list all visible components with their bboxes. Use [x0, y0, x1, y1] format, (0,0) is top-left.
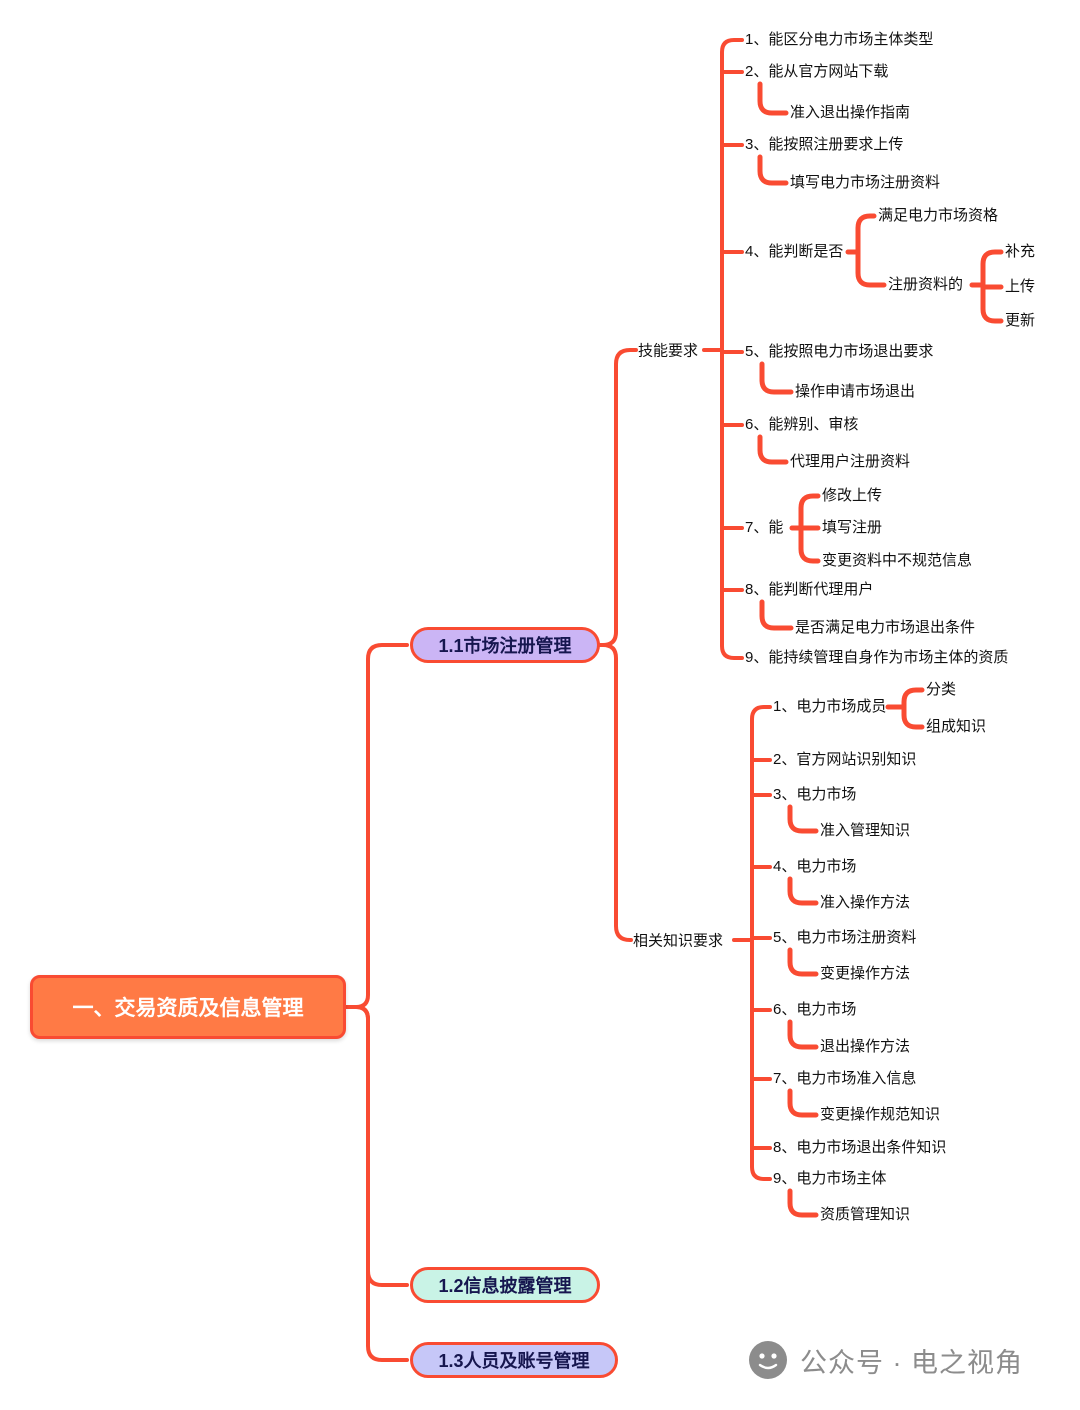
knowledge-item-8: 8、电力市场退出条件知识 [773, 1139, 947, 1156]
knowledge-item-1: 1、电力市场成员 [773, 698, 887, 715]
wechat-official-account-logo-icon [749, 1341, 787, 1379]
knowledge-item-5-child: 变更操作方法 [820, 965, 911, 982]
skill-item-4-grandchild-2: 上传 [1005, 278, 1036, 295]
skill-item-3-child: 填写电力市场注册资料 [790, 174, 941, 191]
skill-item-1: 1、能区分电力市场主体类型 [745, 31, 934, 48]
knowledge-item-4: 4、电力市场 [773, 858, 857, 875]
knowledge-item-3-child: 准入管理知识 [820, 822, 911, 839]
skill-item-7-child-3: 变更资料中不规范信息 [822, 552, 973, 569]
skill-item-6: 6、能辨别、审核 [745, 416, 859, 433]
skill-item-2: 2、能从官方网站下载 [745, 63, 889, 80]
skill-item-3: 3、能按照注册要求上传 [745, 136, 904, 153]
skill-item-2-child: 准入退出操作指南 [790, 104, 911, 121]
watermark-text: 公众号 · 电之视角 [800, 1347, 1023, 1378]
knowledge-item-6-child: 退出操作方法 [820, 1038, 911, 1055]
knowledge-item-3: 3、电力市场 [773, 786, 857, 803]
skill-item-5-child: 操作申请市场退出 [795, 383, 916, 400]
skill-item-7-child-1: 修改上传 [822, 487, 883, 504]
skill-item-8: 8、能判断代理用户 [745, 581, 874, 598]
knowledge-item-2: 2、官方网站识别知识 [773, 751, 917, 768]
knowledge-item-1-child-1: 分类 [926, 681, 957, 698]
knowledge-item-4-child: 准入操作方法 [820, 894, 911, 911]
knowledge-item-9: 9、电力市场主体 [773, 1170, 887, 1187]
skills-section-label: 技能要求 [638, 342, 699, 360]
root-node: 一、交易资质及信息管理 [30, 975, 346, 1039]
knowledge-item-1-child-2: 组成知识 [926, 718, 987, 735]
skill-item-4-child-2: 注册资料的 [888, 276, 964, 293]
branch-node-1-3: 1.3人员及账号管理 [410, 1342, 618, 1378]
skill-item-4-grandchild-3: 更新 [1005, 312, 1036, 329]
skill-item-4-child-1: 满足电力市场资格 [878, 207, 999, 224]
skill-item-7: 7、能 [745, 519, 784, 536]
knowledge-item-7-child: 变更操作规范知识 [820, 1106, 941, 1123]
skill-item-9: 9、能持续管理自身作为市场主体的资质 [745, 649, 1009, 666]
knowledge-item-5: 5、电力市场注册资料 [773, 929, 917, 946]
knowledge-section-label: 相关知识要求 [633, 932, 724, 950]
skill-item-4: 4、能判断是否 [745, 243, 844, 260]
knowledge-item-7: 7、电力市场准入信息 [773, 1070, 917, 1087]
skill-item-6-child: 代理用户注册资料 [790, 453, 911, 470]
skill-item-8-child: 是否满足电力市场退出条件 [795, 619, 976, 636]
skill-item-4-grandchild-1: 补充 [1005, 243, 1036, 260]
branch-node-1-1: 1.1市场注册管理 [410, 627, 600, 663]
skill-item-5: 5、能按照电力市场退出要求 [745, 343, 934, 360]
skill-item-7-child-2: 填写注册 [822, 519, 883, 536]
watermark: 公众号 · 电之视角 [748, 1338, 1023, 1382]
knowledge-item-9-child: 资质管理知识 [820, 1206, 911, 1223]
branch-node-1-2: 1.2信息披露管理 [410, 1267, 600, 1303]
knowledge-item-6: 6、电力市场 [773, 1001, 857, 1018]
